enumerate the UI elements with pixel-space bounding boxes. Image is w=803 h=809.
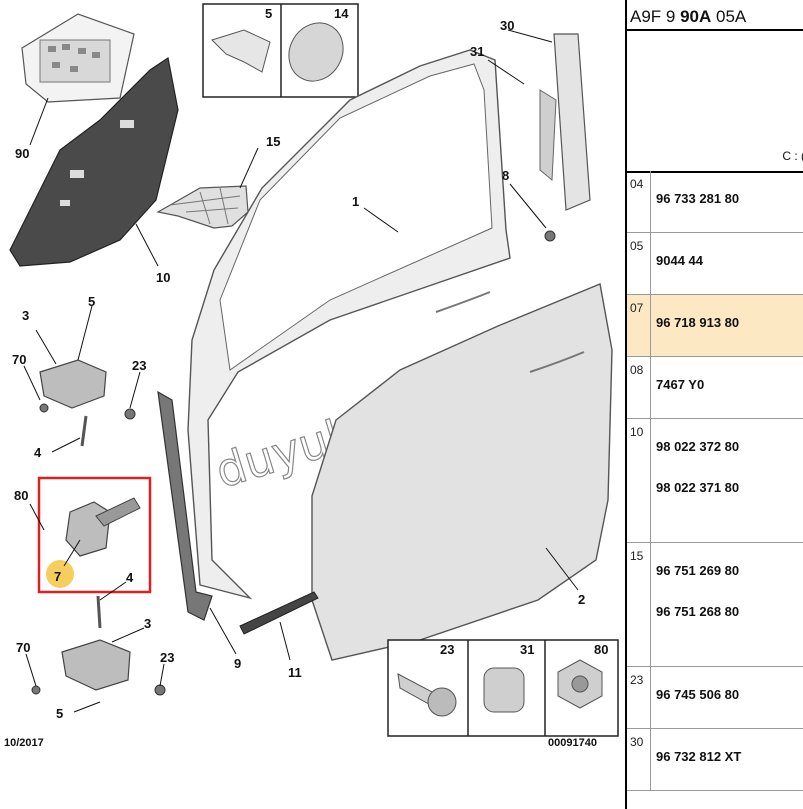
callout-8: 8 <box>502 168 509 183</box>
callout-1: 1 <box>352 194 359 209</box>
callout-9: 9 <box>234 656 241 671</box>
inset-box-fasteners <box>387 639 619 737</box>
parts-reference-panel: A9F 9 90A 05A C : ( 04 96 733 281 80 05 904… <box>625 0 803 809</box>
part-number[interactable]: 98 022 371 80 <box>656 480 740 495</box>
ref-part2: 90A <box>680 7 712 26</box>
callout-15: 15 <box>266 134 280 149</box>
part-row-code: 04 <box>627 171 651 232</box>
part-row-code: 30 <box>627 729 651 790</box>
highlight-frame <box>37 476 152 594</box>
callout-2: 2 <box>578 592 585 607</box>
part-number[interactable]: 96 718 913 80 <box>656 315 740 330</box>
part-2-door-outer-panel[interactable] <box>311 283 613 661</box>
callout-4-upper: 4 <box>34 445 42 460</box>
callout-3-lower: 3 <box>144 616 151 631</box>
part-15-bracket[interactable] <box>156 185 249 229</box>
part-row-code: 23 <box>627 667 651 728</box>
inset-box-5-14 <box>202 3 359 98</box>
part-number[interactable]: 98 022 372 80 <box>656 439 740 454</box>
callout-7: 7 <box>54 569 61 584</box>
part-8-bolt[interactable] <box>544 230 556 242</box>
callout-31-inset: 31 <box>520 642 534 657</box>
callout-23-inset: 23 <box>440 642 454 657</box>
lower-hinge-assembly[interactable] <box>31 595 166 696</box>
exploded-parts-diagram: duyukoto.com <box>4 3 619 749</box>
door-check-strap-7[interactable] <box>37 476 152 594</box>
callout-70-lower: 70 <box>16 640 30 655</box>
part-row-30[interactable]: 30 96 732 812 XT <box>627 729 803 791</box>
callout-30: 30 <box>500 18 514 33</box>
reference-note: C : ( <box>782 149 803 163</box>
part-row-code: 15 <box>627 543 651 666</box>
part-11-lower-seal[interactable] <box>239 591 319 635</box>
callout-14: 14 <box>334 6 349 21</box>
callout-3-upper: 3 <box>22 308 29 323</box>
callout-10: 10 <box>156 270 170 285</box>
part-number[interactable]: 9044 44 <box>656 253 703 268</box>
callout-23-lower: 23 <box>160 650 174 665</box>
part-number[interactable]: 96 751 268 80 <box>656 604 740 619</box>
callout-23-upper: 23 <box>132 358 146 373</box>
ref-part3: 05A <box>711 7 747 26</box>
part-row-code: 05 <box>627 233 651 294</box>
callout-90: 90 <box>15 146 29 161</box>
part-number[interactable]: 96 745 506 80 <box>656 687 740 702</box>
part-number[interactable]: 96 733 281 80 <box>656 191 740 206</box>
part-row-code: 10 <box>627 419 651 542</box>
callout-5-upper: 5 <box>88 294 95 309</box>
callout-80-inset: 80 <box>594 642 608 657</box>
part-row-15[interactable]: 15 96 751 269 80 96 751 268 80 <box>627 543 803 667</box>
part-number[interactable]: 96 732 812 XT <box>656 749 742 764</box>
callout-4-lower: 4 <box>126 570 134 585</box>
part-10-window-regulator[interactable] <box>9 56 179 267</box>
part-number[interactable]: 7467 Y0 <box>656 377 705 392</box>
part-1-door-frame[interactable] <box>187 49 511 600</box>
callout-5-lower: 5 <box>56 706 63 721</box>
part-row-08[interactable]: 08 7467 Y0 <box>627 357 803 419</box>
part-row-code: 07 <box>627 295 651 356</box>
part-row-code: 08 <box>627 357 651 418</box>
part-90-control-module[interactable] <box>21 13 135 103</box>
part-row-07[interactable]: 07 96 718 913 80 <box>627 295 803 357</box>
callout-80: 80 <box>14 488 28 503</box>
part-number[interactable]: 96 751 269 80 <box>656 563 740 578</box>
part-row-05[interactable]: 05 9044 44 <box>627 233 803 295</box>
ref-part1: A9F 9 <box>630 7 681 26</box>
reference-header: A9F 9 90A 05A <box>627 0 803 31</box>
footer-date: 10/2017 <box>4 737 44 749</box>
highlight-dot <box>46 560 74 588</box>
callout-31: 31 <box>470 44 484 59</box>
upper-hinge-assembly[interactable] <box>39 359 136 447</box>
reference-blank-area: C : ( <box>627 31 803 173</box>
part-30-pillar-trim[interactable] <box>539 33 591 211</box>
part-row-04[interactable]: 04 96 733 281 80 <box>627 171 803 233</box>
callout-5-inset: 5 <box>265 6 272 21</box>
part-row-23[interactable]: 23 96 745 506 80 <box>627 667 803 729</box>
part-row-10[interactable]: 10 98 022 372 80 98 022 371 80 <box>627 419 803 543</box>
callout-70-upper: 70 <box>12 352 26 367</box>
leader-lines <box>23 29 579 713</box>
callout-11: 11 <box>288 665 302 680</box>
part-9-seal-strip[interactable] <box>157 390 213 621</box>
footer-code: 00091740 <box>548 737 597 749</box>
